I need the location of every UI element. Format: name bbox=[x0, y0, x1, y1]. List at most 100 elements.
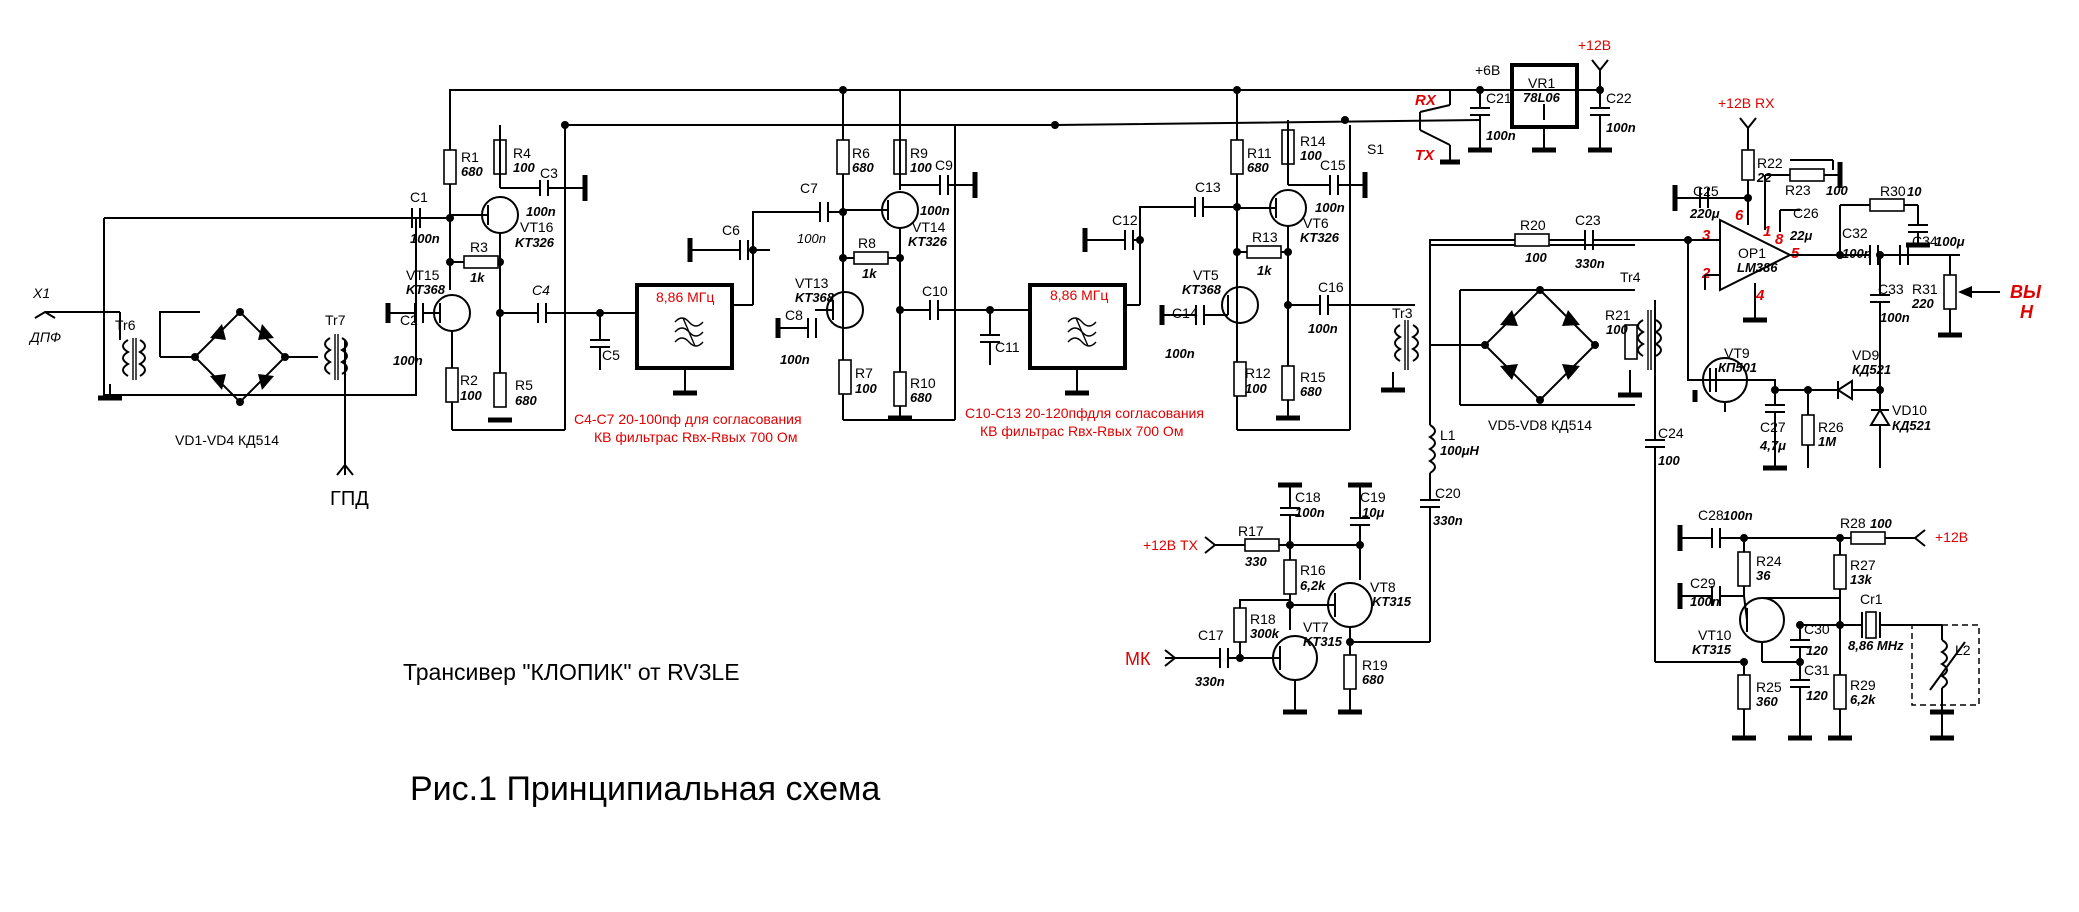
vt9-label: VT9 bbox=[1724, 345, 1750, 361]
vt6-label: VT6 bbox=[1303, 215, 1329, 231]
c29-label: C29 bbox=[1690, 575, 1716, 591]
tx-mic-section: L1 100μH C20 330n +12В TX R17 330 C18 10… bbox=[1125, 400, 1480, 715]
r30 bbox=[1869, 198, 1905, 212]
vd9-label: VD9 bbox=[1852, 347, 1879, 363]
l2-label: L2 bbox=[1955, 642, 1971, 658]
r24-value: 36 bbox=[1756, 568, 1771, 583]
r1-value: 680 bbox=[461, 164, 483, 179]
vt8-type: KT315 bbox=[1372, 594, 1412, 609]
c16-label: C16 bbox=[1318, 279, 1344, 295]
vt14-label: VT14 bbox=[912, 219, 946, 235]
r30-value: 10 bbox=[1907, 184, 1922, 199]
r20-value: 100 bbox=[1525, 250, 1547, 265]
x1-label: X1 bbox=[32, 285, 50, 301]
filter2-note1: С10-С13 20-120пфдля согласования bbox=[965, 405, 1204, 421]
bridge2-label: VD5-VD8 КД514 bbox=[1488, 417, 1592, 433]
c22-label: C22 bbox=[1606, 90, 1632, 106]
r19-value: 680 bbox=[1362, 672, 1384, 687]
vt15-type: KT368 bbox=[406, 282, 446, 297]
vt10-label: VT10 bbox=[1698, 627, 1732, 643]
r21 bbox=[1624, 324, 1638, 360]
c29-value: 100n bbox=[1690, 594, 1720, 609]
c32-value: 100n bbox=[1842, 246, 1872, 261]
r8-label: R8 bbox=[858, 235, 876, 251]
c28-label: C28 bbox=[1698, 507, 1724, 523]
dpf-label: ДПФ bbox=[28, 329, 61, 345]
l1-label: L1 bbox=[1440, 427, 1456, 443]
r26 bbox=[1801, 414, 1815, 446]
op1-pin4: 4 bbox=[1755, 287, 1765, 304]
vt16-label: VT16 bbox=[520, 219, 554, 235]
r6-label: R6 bbox=[852, 145, 870, 161]
s1-rx-label: RX bbox=[1415, 92, 1437, 109]
vt13-label: VT13 bbox=[795, 275, 829, 291]
c32-label: C32 bbox=[1842, 225, 1868, 241]
c1-label: C1 bbox=[410, 189, 428, 205]
r30-label: R30 bbox=[1880, 183, 1906, 199]
r14-value: 100 bbox=[1300, 148, 1322, 163]
c8-label: C8 bbox=[785, 307, 803, 323]
r6-value: 680 bbox=[852, 160, 874, 175]
tr3-label: Tr3 bbox=[1392, 305, 1413, 321]
r20-label: R20 bbox=[1520, 217, 1546, 233]
r23 bbox=[1789, 168, 1825, 182]
r18-label: R18 bbox=[1250, 611, 1276, 627]
vt15-label: VT15 bbox=[406, 267, 440, 283]
r28-value: 100 bbox=[1870, 516, 1892, 531]
r24-label: R24 bbox=[1756, 553, 1782, 569]
r19-label: R19 bbox=[1362, 657, 1388, 673]
tr3-primary bbox=[1394, 324, 1402, 362]
vt5-body bbox=[1221, 286, 1259, 324]
c11-label: C11 bbox=[995, 339, 1020, 355]
c15-value: 100n bbox=[1315, 200, 1345, 215]
op1-pin5: 5 bbox=[1791, 245, 1800, 262]
r12-label: R12 bbox=[1245, 365, 1271, 381]
op1-triangle bbox=[1719, 218, 1793, 292]
crystal-filter-2: C11 8,86 МГц С10-С13 20-120пфдля согласо… bbox=[965, 240, 1204, 439]
vt9-type: КП501 bbox=[1718, 360, 1757, 375]
c15-label: C15 bbox=[1320, 157, 1346, 173]
af-path: R20 100 C23 330n bbox=[1429, 212, 1720, 381]
tr4-label: Tr4 bbox=[1620, 269, 1641, 285]
c4-label: C4 bbox=[532, 282, 550, 298]
r23-value: 100 bbox=[1826, 183, 1848, 198]
r17-label: R17 bbox=[1238, 523, 1264, 539]
crystal-oscillator: +12В R28 100 C28 100n R24 36 C29 100n VT… bbox=[1677, 507, 1980, 741]
vt16-type: KT326 bbox=[515, 235, 555, 250]
c27-label: C27 bbox=[1760, 419, 1786, 435]
op1-type: LM386 bbox=[1737, 260, 1778, 275]
c33-value: 100n bbox=[1880, 310, 1910, 325]
r11-label: R11 bbox=[1247, 145, 1272, 161]
r16-value: 6,2k bbox=[1300, 578, 1326, 593]
c25-value: 220μ bbox=[1689, 206, 1720, 221]
r13-label: R13 bbox=[1252, 229, 1278, 245]
filter2-note2: КВ фильтрас Rвх-Rвых 700 Ом bbox=[980, 423, 1183, 439]
filter1-note1: С4-С7 20-100пф для согласования bbox=[574, 411, 802, 427]
vt10-type: KT315 bbox=[1692, 642, 1732, 657]
cr1-value: 8,86 MHz bbox=[1848, 638, 1904, 653]
c20-value: 330n bbox=[1433, 513, 1463, 528]
r29-value: 6,2k bbox=[1850, 692, 1876, 707]
gpd-label: ГПД bbox=[330, 488, 369, 510]
cr1-label: Cr1 bbox=[1860, 591, 1883, 607]
vr1-label: VR1 bbox=[1528, 75, 1555, 91]
c33-label: C33 bbox=[1878, 281, 1904, 297]
tr7-primary bbox=[324, 337, 332, 375]
crystal-filter-1: C5 8,86 МГц С4-С7 20-100пф для согласова… bbox=[574, 249, 802, 445]
r5-label: R5 bbox=[515, 377, 533, 393]
r5 bbox=[493, 372, 507, 408]
l1-value: 100μH bbox=[1440, 443, 1480, 458]
r20 bbox=[1514, 233, 1550, 247]
r21-label: R21 bbox=[1605, 307, 1631, 323]
input-section: X1 ДПФ Tr6 VD1-VD4 КД514 bbox=[28, 217, 417, 510]
l1-coil bbox=[1428, 424, 1436, 474]
s1-tx-label: TX bbox=[1415, 147, 1435, 164]
op1-pin8: 8 bbox=[1775, 231, 1784, 248]
r16 bbox=[1283, 559, 1297, 595]
r27 bbox=[1833, 554, 1847, 590]
r22 bbox=[1741, 149, 1755, 181]
c23-value: 330n bbox=[1575, 256, 1605, 271]
op1-pin2: 2 bbox=[1701, 265, 1711, 282]
figure-caption: Рис.1 Принципиальная схема bbox=[410, 770, 880, 808]
